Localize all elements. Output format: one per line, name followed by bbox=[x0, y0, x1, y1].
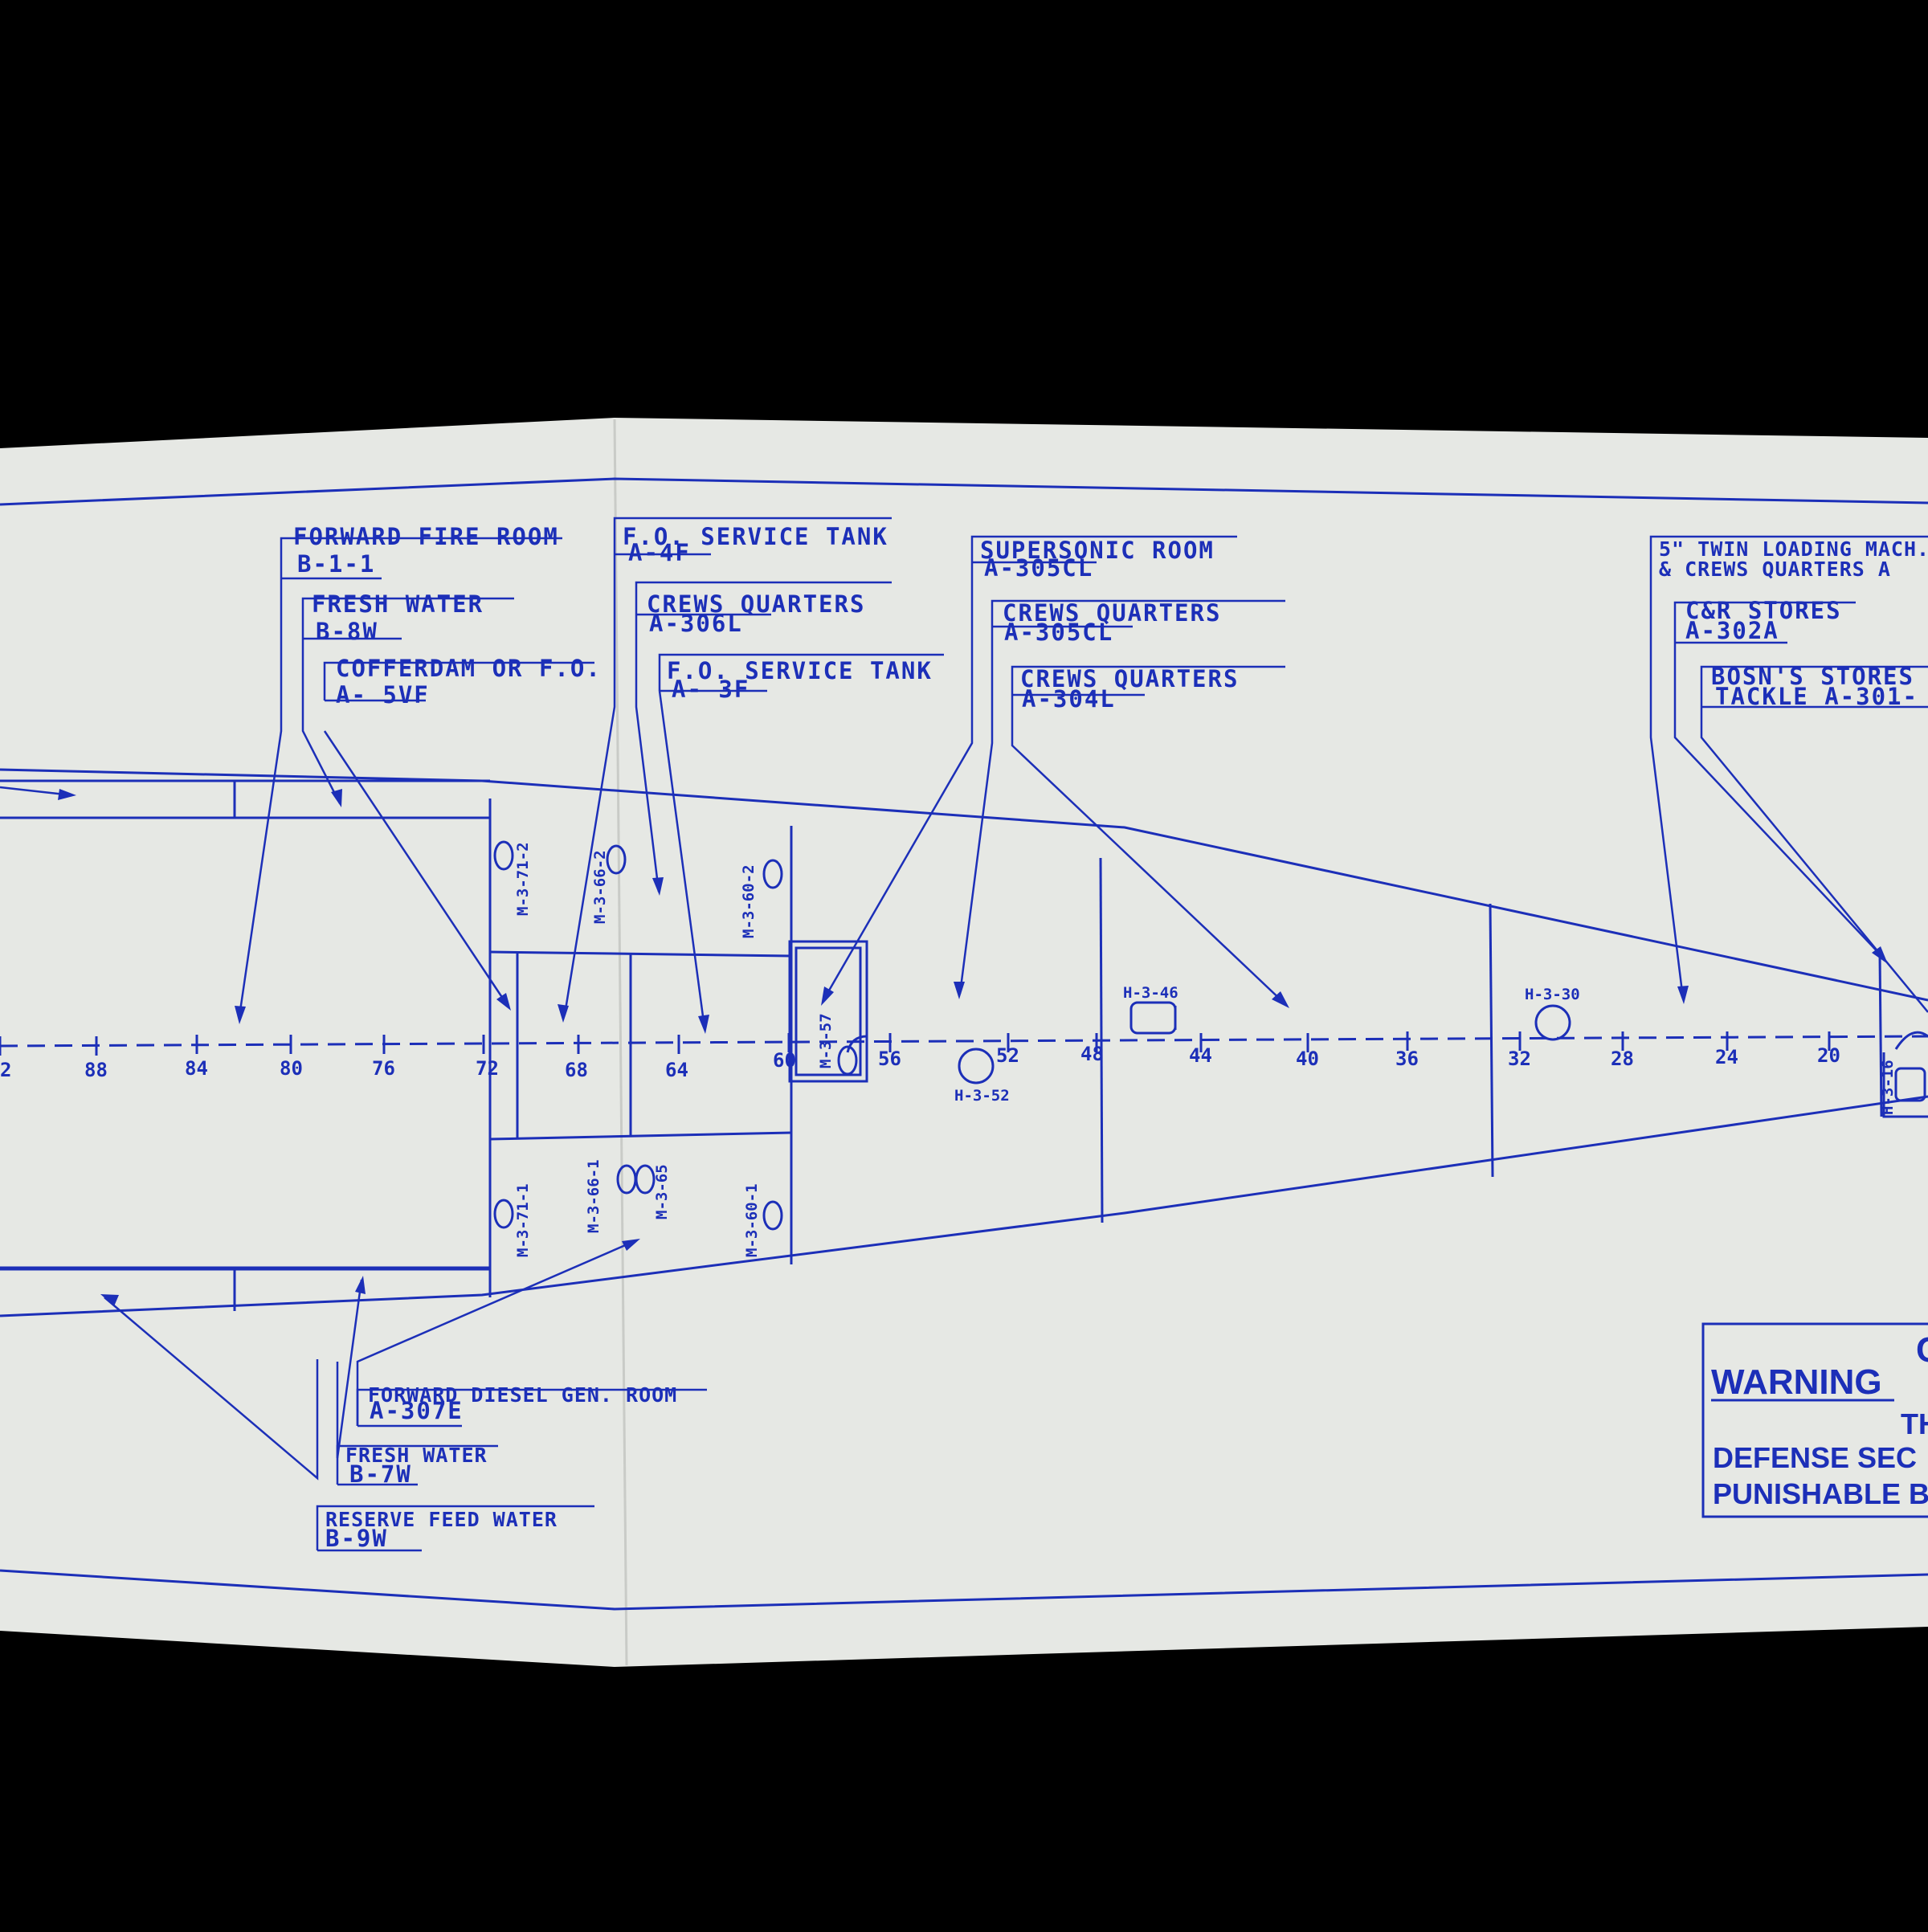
code-fresh-water-fwd: B-8W bbox=[316, 618, 378, 645]
frame-number: 56 bbox=[878, 1048, 901, 1070]
label-reserve-feed: RESERVE FEED WATER bbox=[325, 1508, 558, 1531]
frame-number: 40 bbox=[1296, 1048, 1319, 1070]
frame-number: 32 bbox=[1508, 1048, 1531, 1070]
bottom-labels: FORWARD DIESEL GEN. ROOM A-307E FRESH WA… bbox=[325, 1383, 677, 1552]
label-cofferdam: COFFERDAM OR F.O. bbox=[336, 655, 602, 682]
hatch-label: M-3-65 bbox=[653, 1164, 671, 1219]
code-crews-quarters-305cl: A-305CL bbox=[1004, 619, 1113, 646]
warning-line-2: DEFENSE SEC bbox=[1713, 1441, 1917, 1474]
frame-number: 64 bbox=[665, 1059, 688, 1081]
frame-number: 60 bbox=[773, 1049, 796, 1072]
frame-number: 20 bbox=[1817, 1044, 1840, 1067]
label-crews-quarters-306l: CREWS QUARTERS bbox=[647, 590, 865, 618]
frame-number: 2 bbox=[0, 1059, 11, 1081]
label-fresh-water-aft: FRESH WATER bbox=[345, 1444, 488, 1467]
paper-fold bbox=[613, 419, 628, 1666]
frame-number: 84 bbox=[185, 1057, 208, 1080]
hatch-label: H-3-30 bbox=[1525, 986, 1580, 1003]
drawing-lines bbox=[0, 477, 1928, 1611]
label-fo-service-tank-3f: F.O. SERVICE TANK bbox=[667, 657, 933, 684]
warning-heading: WARNING bbox=[1711, 1362, 1882, 1402]
hatch-label: M-3-71-1 bbox=[514, 1183, 532, 1257]
frame-number: 72 bbox=[476, 1057, 499, 1080]
hatch-label: H-3-46 bbox=[1123, 984, 1178, 1002]
label-twin-loading: 5" TWIN LOADING MACH. bbox=[1659, 537, 1928, 561]
frame-number: 76 bbox=[372, 1057, 395, 1080]
code-cofferdam: A- 5VF bbox=[336, 681, 430, 709]
top-labels: FORWARD FIRE ROOM B-1-1 FRESH WATER B-8W… bbox=[293, 523, 1928, 713]
hatch-label: M-3-57 bbox=[817, 1013, 835, 1068]
code-supersonic-room: A-305CL bbox=[984, 554, 1093, 582]
label-supersonic-room: SUPERSONIC ROOM bbox=[980, 537, 1215, 564]
hatch-label: H-3-52 bbox=[954, 1087, 1010, 1105]
hatch-label: M-3-60-1 bbox=[743, 1183, 761, 1257]
code-forward-fire-room: B-1-1 bbox=[297, 550, 375, 578]
code-fo-service-tank-3f: A- 3F bbox=[672, 676, 750, 703]
frame-numbers: 2 88 84 80 76 72 68 64 60 56 52 48 44 40… bbox=[0, 1043, 1840, 1081]
label-crews-quarters-305cl: CREWS QUARTERS bbox=[1003, 599, 1221, 627]
code-twin-loading: & CREWS QUARTERS A bbox=[1659, 558, 1891, 581]
warning-letter-c: C bbox=[1916, 1330, 1928, 1370]
label-forward-fire-room: FORWARD FIRE ROOM bbox=[293, 523, 559, 550]
frame-number: 36 bbox=[1395, 1048, 1419, 1070]
code-crews-quarters-304l: A-304L bbox=[1022, 685, 1116, 713]
frame-number: 44 bbox=[1189, 1044, 1212, 1067]
label-brackets bbox=[280, 517, 1928, 1552]
hatch-labels-vertical: M-3-71-2 M-3-66-2 M-3-60-2 M-3-57 M-3-71… bbox=[514, 842, 1897, 1257]
code-forward-diesel: A-307E bbox=[370, 1397, 464, 1424]
code-reserve-feed: B-9W bbox=[325, 1525, 388, 1552]
frame-number: 68 bbox=[565, 1059, 588, 1081]
hatch-label: M-3-66-1 bbox=[585, 1159, 602, 1233]
label-bosns-stores: BOSN'S STORES bbox=[1711, 663, 1914, 690]
hatch-labels-horizontal: H-3-52 H-3-46 H-3-30 bbox=[954, 984, 1580, 1105]
warning-box: WARNING C TH DEFENSE SEC PUNISHABLE B bbox=[1701, 1322, 1928, 1518]
hatch-label: H-3-16 bbox=[1879, 1060, 1897, 1115]
hatch-label: M-3-60-2 bbox=[740, 864, 758, 938]
code-crews-quarters-306l: A-306L bbox=[649, 610, 743, 637]
frame-number: 24 bbox=[1715, 1046, 1738, 1068]
hatch-symbols bbox=[493, 840, 1926, 1231]
code-cr-stores: A-302A bbox=[1685, 617, 1779, 644]
frame-number: 88 bbox=[84, 1059, 108, 1081]
code-bosns-stores: TACKLE A-301- bbox=[1715, 683, 1918, 710]
label-fresh-water-fwd: FRESH WATER bbox=[312, 590, 484, 618]
label-cr-stores: C&R STORES bbox=[1685, 597, 1842, 624]
frame-number: 48 bbox=[1080, 1043, 1104, 1065]
code-fo-service-tank-4f: A-4F bbox=[628, 539, 691, 566]
label-fo-service-tank-4f: F.O. SERVICE TANK bbox=[623, 523, 888, 550]
frame-ticks bbox=[0, 1031, 1831, 1056]
warning-line-3: PUNISHABLE B bbox=[1713, 1477, 1928, 1510]
frame-number: 28 bbox=[1611, 1048, 1634, 1070]
label-forward-diesel: FORWARD DIESEL GEN. ROOM bbox=[368, 1383, 677, 1407]
hatch-label: M-3-71-2 bbox=[514, 842, 532, 916]
warning-line-1: TH bbox=[1901, 1407, 1928, 1440]
hatch-label: M-3-66-2 bbox=[591, 850, 609, 924]
label-crews-quarters-304l: CREWS QUARTERS bbox=[1020, 665, 1239, 692]
code-fresh-water-aft: B-7W bbox=[349, 1460, 412, 1488]
frame-number: 80 bbox=[280, 1057, 303, 1080]
arrowheads bbox=[58, 789, 1888, 1306]
frame-number: 52 bbox=[996, 1044, 1019, 1067]
